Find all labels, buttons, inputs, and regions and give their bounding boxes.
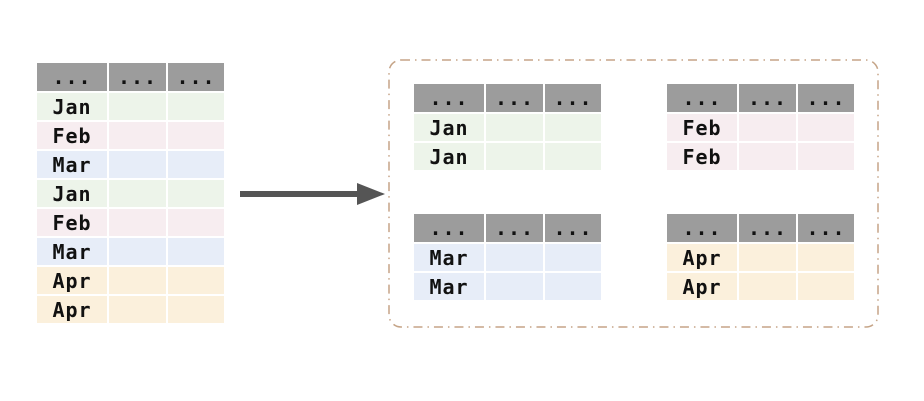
- header-cell: ...: [798, 214, 854, 242]
- header-cell: ...: [545, 84, 601, 112]
- empty-cell: [739, 114, 796, 141]
- empty-cell: [168, 296, 224, 323]
- month-cell: Mar: [37, 151, 107, 178]
- empty-cell: [168, 122, 224, 149]
- empty-cell: [168, 267, 224, 294]
- month-cell: Jan: [414, 143, 484, 170]
- month-cell: Mar: [414, 273, 484, 300]
- month-cell: Feb: [667, 114, 737, 141]
- header-cell: ...: [486, 214, 543, 242]
- empty-cell: [739, 244, 796, 271]
- split-arrow-icon: [240, 183, 385, 205]
- month-cell: Mar: [37, 238, 107, 265]
- empty-cell: [486, 273, 543, 300]
- empty-cell: [168, 209, 224, 236]
- empty-cell: [168, 151, 224, 178]
- header-cell: ...: [667, 214, 737, 242]
- month-cell: Jan: [37, 93, 107, 120]
- month-cell: Apr: [667, 244, 737, 271]
- month-cell: Jan: [414, 114, 484, 141]
- empty-cell: [545, 114, 601, 141]
- empty-cell: [798, 244, 854, 271]
- month-cell: Apr: [667, 273, 737, 300]
- month-cell: Apr: [37, 267, 107, 294]
- empty-cell: [798, 143, 854, 170]
- empty-cell: [545, 244, 601, 271]
- empty-cell: [798, 114, 854, 141]
- month-cell: Mar: [414, 244, 484, 271]
- empty-cell: [109, 151, 166, 178]
- header-cell: ...: [667, 84, 737, 112]
- header-cell: ...: [486, 84, 543, 112]
- month-cell: Feb: [37, 122, 107, 149]
- empty-cell: [739, 143, 796, 170]
- dashed-border-rect: [388, 59, 879, 328]
- empty-cell: [109, 209, 166, 236]
- header-cell: ...: [109, 63, 166, 91]
- empty-cell: [168, 93, 224, 120]
- empty-cell: [545, 273, 601, 300]
- dashed-border: [388, 59, 879, 328]
- empty-cell: [545, 143, 601, 170]
- empty-cell: [798, 273, 854, 300]
- empty-cell: [109, 180, 166, 207]
- header-cell: ...: [798, 84, 854, 112]
- header-cell: ...: [414, 214, 484, 242]
- header-cell: ...: [414, 84, 484, 112]
- header-cell: ...: [739, 84, 796, 112]
- empty-cell: [109, 122, 166, 149]
- empty-cell: [109, 267, 166, 294]
- empty-cell: [168, 238, 224, 265]
- header-cell: ...: [545, 214, 601, 242]
- header-cell: ...: [37, 63, 107, 91]
- month-cell: Feb: [37, 209, 107, 236]
- empty-cell: [486, 244, 543, 271]
- header-cell: ...: [739, 214, 796, 242]
- empty-cell: [739, 273, 796, 300]
- month-cell: Apr: [37, 296, 107, 323]
- header-cell: ...: [168, 63, 224, 91]
- month-cell: Jan: [37, 180, 107, 207]
- empty-cell: [168, 180, 224, 207]
- empty-cell: [486, 143, 543, 170]
- month-cell: Feb: [667, 143, 737, 170]
- empty-cell: [109, 93, 166, 120]
- arrow-head: [357, 183, 385, 205]
- empty-cell: [109, 296, 166, 323]
- empty-cell: [109, 238, 166, 265]
- empty-cell: [486, 114, 543, 141]
